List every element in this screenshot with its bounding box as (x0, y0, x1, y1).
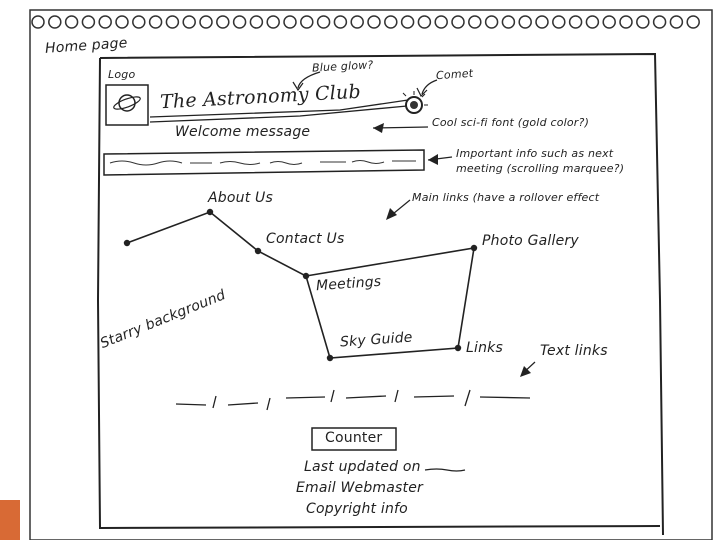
comet-note: Comet (435, 66, 474, 83)
email-webmaster-link[interactable]: Email Webmaster (296, 480, 424, 496)
constellation-nav (123, 208, 478, 362)
star-node (123, 239, 131, 247)
spiral-ring (518, 15, 532, 29)
nav-contact-us[interactable]: Contact Us (266, 231, 345, 247)
spiral-ring (636, 15, 650, 29)
spiral-ring (48, 15, 62, 29)
spiral-ring (165, 15, 180, 29)
star-node (326, 354, 334, 362)
spiral-ring (81, 15, 96, 29)
spiral-ring (619, 15, 633, 29)
spiral-ring (602, 15, 616, 29)
spiral-binding (31, 15, 700, 29)
spiral-ring (283, 15, 297, 29)
spiral-ring (384, 15, 398, 29)
star-node (454, 344, 462, 352)
spiral-ring (266, 15, 280, 29)
spiral-ring (333, 15, 348, 29)
spiral-ring (148, 15, 163, 29)
spiral-ring (669, 15, 684, 29)
spiral-ring (199, 15, 213, 29)
spiral-ring (249, 15, 264, 29)
counter-label: Counter (325, 430, 383, 446)
spiral-ring (501, 15, 516, 29)
nav-photo-gallery[interactable]: Photo Gallery (482, 233, 579, 249)
marquee-note-line1: Important info such as next (456, 147, 614, 160)
last-updated: Last updated on (304, 459, 421, 475)
spiral-ring (535, 15, 549, 29)
marquee-note-line2: meeting (scrolling marquee?) (456, 162, 625, 175)
spiral-ring (652, 15, 667, 29)
star-node (470, 244, 478, 252)
spiral-ring (64, 15, 79, 29)
orange-tab (0, 500, 20, 540)
marquee-box (103, 149, 425, 176)
spiral-ring (300, 15, 314, 29)
spiral-ring (585, 15, 600, 29)
spiral-ring (31, 15, 45, 29)
spiral-ring (132, 15, 146, 29)
spiral-ring (316, 15, 331, 29)
planet-icon (113, 94, 141, 112)
font-note: Cool sci-fi font (gold color?) (432, 116, 590, 129)
nav-links[interactable]: Links (466, 340, 503, 356)
spiral-ring (468, 15, 482, 29)
spiral-ring (367, 15, 381, 29)
spiral-ring (568, 15, 583, 29)
spiral-ring (417, 15, 432, 29)
spiral-ring (686, 15, 700, 29)
copyright-info: Copyright info (306, 501, 408, 517)
star-node (206, 208, 214, 216)
logo-box (105, 84, 149, 126)
text-links-note: Text links (540, 343, 608, 359)
spiral-ring (182, 15, 196, 29)
text-links-row (175, 389, 531, 411)
spiral-ring (400, 15, 415, 29)
spiral-ring (216, 15, 230, 29)
spiral-ring (115, 15, 129, 29)
spiral-ring (98, 15, 112, 29)
star-node (302, 272, 310, 280)
main-links-note: Main links (have a rollover effect (412, 191, 600, 204)
spiral-ring (451, 15, 465, 29)
spiral-ring (552, 15, 566, 29)
star-node (254, 247, 262, 255)
logo-label: Logo (108, 68, 136, 81)
counter-box (311, 427, 397, 451)
spiral-ring (484, 15, 499, 29)
comet-icon (402, 91, 428, 114)
nav-about-us[interactable]: About Us (208, 190, 273, 206)
spiral-ring (232, 15, 247, 29)
spiral-ring (434, 15, 448, 29)
welcome-message: Welcome message (175, 124, 311, 140)
spiral-ring (350, 15, 364, 29)
